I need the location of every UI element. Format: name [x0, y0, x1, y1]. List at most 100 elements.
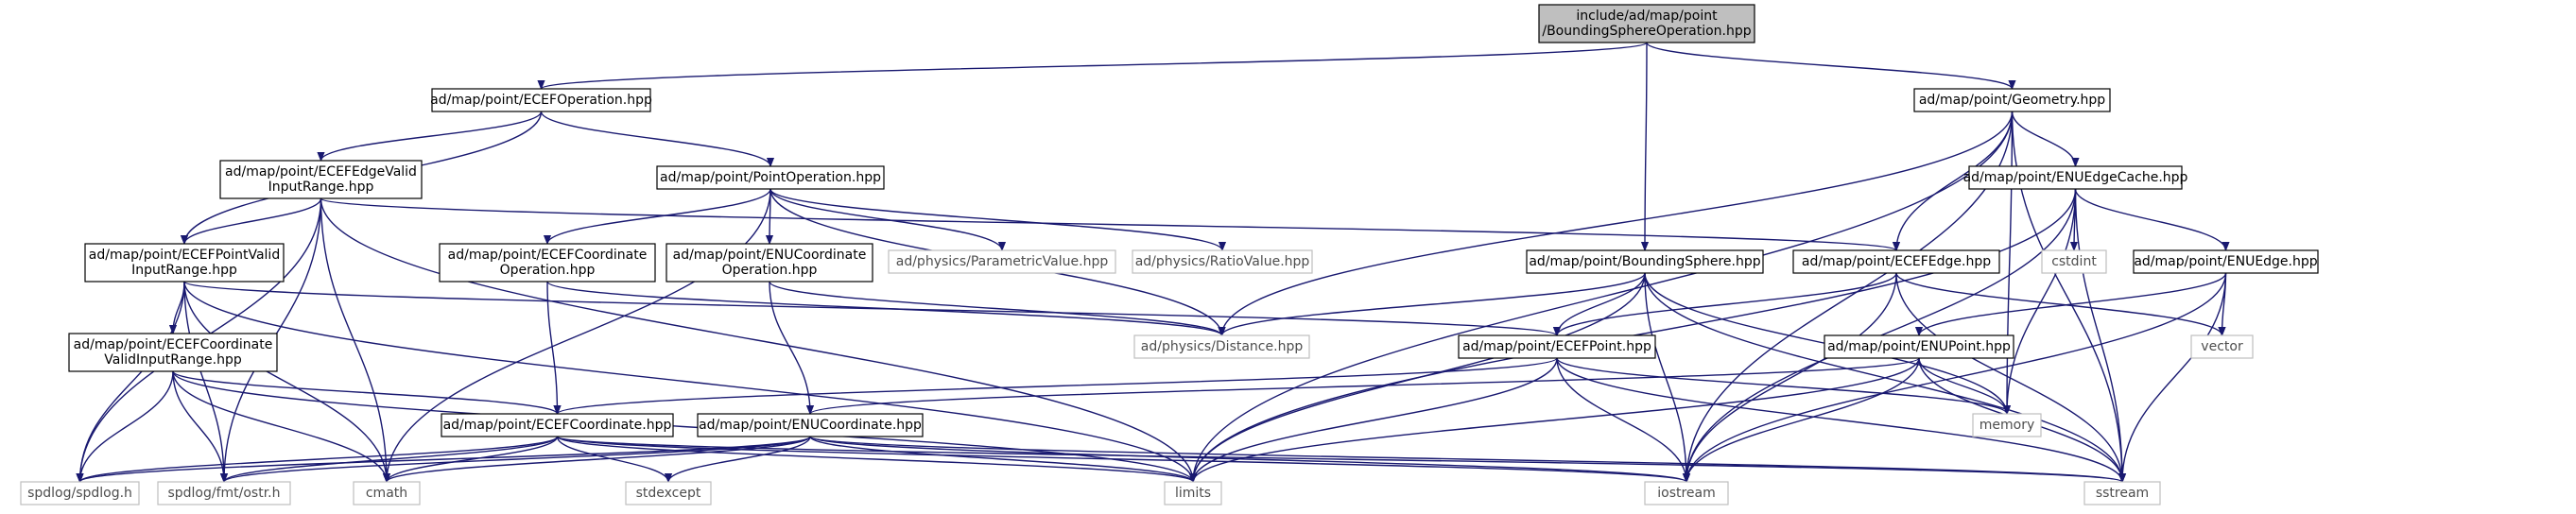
node-boundingsphere[interactable]: ad/map/point/BoundingSphere.hpp	[1526, 249, 1764, 274]
node-label-ecefedge: ad/map/point/ECEFEdge.hpp	[1802, 254, 1991, 269]
edge-enuedge-to-enupoint	[1919, 272, 2227, 336]
edge-root-to-ecefop	[542, 42, 1648, 90]
node-label-iostream: iostream	[1657, 486, 1716, 501]
node-label-ecefcoordvalid: ad/map/point/ECEFCoordinate	[74, 337, 273, 352]
node-label-enupoint: ad/map/point/ENUPoint.hpp	[1827, 339, 2011, 354]
node-label-ostr: spdlog/fmt/ostr.h	[167, 486, 280, 501]
node-label-stdexcept: stdexcept	[636, 486, 701, 501]
edge-enuedge-to-iostream	[1686, 272, 2227, 482]
node-label-ratioval: ad/physics/RatioValue.hpp	[1135, 254, 1310, 269]
node-label-enuedge: ad/map/point/ENUEdge.hpp	[2134, 254, 2317, 269]
node-box-paramval	[888, 249, 1116, 274]
node-box-cstdint	[2041, 249, 2107, 274]
node-limits: limits	[1164, 481, 1222, 505]
edge-ecefcoordvalid-to-limits	[172, 370, 1193, 483]
node-box-enuedgecache	[1968, 165, 2183, 190]
node-label-paramval: ad/physics/ParametricValue.hpp	[896, 254, 1109, 269]
node-box-sstream	[2083, 481, 2161, 505]
edge-ecefcoordop-to-distance	[546, 281, 1222, 336]
edge-ecefedge-to-sstream	[1895, 272, 2122, 482]
edge-ecefcoord-to-stdexcept	[556, 436, 669, 483]
edge-ecefcoordvalid-to-ecefcoord	[172, 370, 558, 415]
edge-boundingsphere-to-sstream	[1644, 272, 2122, 482]
edge-ecefop-to-ecefedgevalid	[321, 111, 543, 162]
node-box-distance	[1133, 334, 1310, 359]
node-enuedgecache[interactable]: ad/map/point/ENUEdgeCache.hpp	[1963, 165, 2188, 190]
node-box-ecefedge	[1792, 249, 2000, 274]
edge-ecefcoord-to-sstream	[556, 436, 2123, 483]
node-box-spdlog	[20, 481, 140, 505]
node-label-ecefcoordop: Operation.hpp	[500, 263, 596, 278]
node-label-cmath: cmath	[366, 486, 407, 501]
node-memory: memory	[1972, 413, 2042, 437]
edge-ecefcoord-to-spdlog	[80, 436, 559, 483]
edge-enucoordop-to-distance	[769, 281, 1222, 336]
node-vector: vector	[2190, 334, 2254, 359]
node-box-ecefop	[431, 88, 651, 112]
node-box-vector	[2190, 334, 2254, 359]
node-label-root: /BoundingSphereOperation.hpp	[1542, 24, 1751, 39]
edge-ecefpointvalid-to-ostr	[183, 281, 224, 482]
node-label-enuedgecache: ad/map/point/ENUEdgeCache.hpp	[1963, 170, 2188, 185]
node-box-stdexcept	[625, 481, 712, 505]
edge-enupoint-to-iostream	[1686, 357, 1920, 482]
edge-root-to-geometry	[1646, 42, 2013, 90]
node-label-memory: memory	[1980, 418, 2035, 433]
node-box-ecefpoint	[1458, 334, 1656, 359]
node-box-ecefpointvalid	[84, 243, 285, 283]
node-label-cstdint: cstdint	[2051, 254, 2097, 269]
edge-ecefcoord-to-ostr	[224, 436, 559, 483]
edge-enuedgecache-to-enuedge	[2074, 188, 2226, 251]
edge-pointop-to-paramval	[769, 188, 1002, 251]
node-label-limits: limits	[1175, 486, 1211, 501]
node-box-ecefcoordvalid	[68, 333, 278, 372]
node-ecefcoordvalid[interactable]: ad/map/point/ECEFCoordinateValidInputRan…	[68, 333, 278, 372]
node-ecefpoint[interactable]: ad/map/point/ECEFPoint.hpp	[1458, 334, 1656, 359]
node-distance: ad/physics/Distance.hpp	[1133, 334, 1310, 359]
edge-enuedge-to-sstream	[2122, 272, 2227, 482]
node-label-vector: vector	[2201, 339, 2243, 354]
node-pointop[interactable]: ad/map/point/PointOperation.hpp	[656, 165, 885, 190]
edge-pointop-to-ratioval	[769, 188, 1222, 251]
node-label-ecefedgevalid: InputRange.hpp	[268, 180, 374, 195]
edge-enucoord-to-spdlog	[80, 436, 811, 483]
edge-geometry-to-iostream	[1686, 111, 2014, 482]
edge-ecefedge-to-iostream	[1686, 272, 1897, 482]
node-box-root	[1538, 4, 1755, 43]
edge-geometry-to-distance	[1222, 111, 2014, 335]
node-box-iostream	[1644, 481, 1729, 505]
node-label-spdlog: spdlog/spdlog.h	[27, 486, 132, 501]
node-box-pointop	[656, 165, 885, 190]
node-box-ratioval	[1132, 249, 1313, 274]
node-enucoord[interactable]: ad/map/point/ENUCoordinate.hpp	[697, 413, 924, 437]
node-box-ecefcoord	[441, 413, 674, 437]
node-root[interactable]: include/ad/map/point/BoundingSphereOpera…	[1538, 4, 1755, 43]
edge-ecefedge-to-ecefpoint	[1557, 272, 1897, 336]
node-box-enuedge	[2133, 249, 2319, 274]
node-label-ecefcoordop: ad/map/point/ECEFCoordinate	[448, 248, 648, 263]
edge-ecefedgevalid-to-ecefpointvalid	[184, 197, 322, 245]
edge-enuedgecache-to-memory	[2007, 188, 2077, 414]
node-ecefcoord[interactable]: ad/map/point/ECEFCoordinate.hpp	[441, 413, 674, 437]
node-enuedge[interactable]: ad/map/point/ENUEdge.hpp	[2133, 249, 2319, 274]
node-box-ecefedgevalid	[219, 160, 423, 199]
node-iostream: iostream	[1644, 481, 1729, 505]
edge-enucoord-to-ostr	[224, 436, 811, 483]
node-box-memory	[1972, 413, 2042, 437]
node-ecefpointvalid[interactable]: ad/map/point/ECEFPointValidInputRange.hp…	[84, 243, 285, 283]
node-geometry[interactable]: ad/map/point/Geometry.hpp	[1913, 88, 2111, 112]
node-ecefedge[interactable]: ad/map/point/ECEFEdge.hpp	[1792, 249, 2000, 274]
node-box-ostr	[157, 481, 291, 505]
edge-enupoint-to-limits	[1193, 357, 1920, 483]
node-paramval: ad/physics/ParametricValue.hpp	[888, 249, 1116, 274]
node-label-enucoordop: Operation.hpp	[722, 263, 818, 278]
edge-ecefcoord-to-iostream	[556, 436, 1687, 483]
node-ecefop[interactable]: ad/map/point/ECEFOperation.hpp	[430, 88, 652, 112]
node-enupoint[interactable]: ad/map/point/ENUPoint.hpp	[1824, 334, 2014, 359]
edge-enucoord-to-sstream	[809, 436, 2122, 483]
edge-enucoord-to-stdexcept	[668, 436, 811, 483]
